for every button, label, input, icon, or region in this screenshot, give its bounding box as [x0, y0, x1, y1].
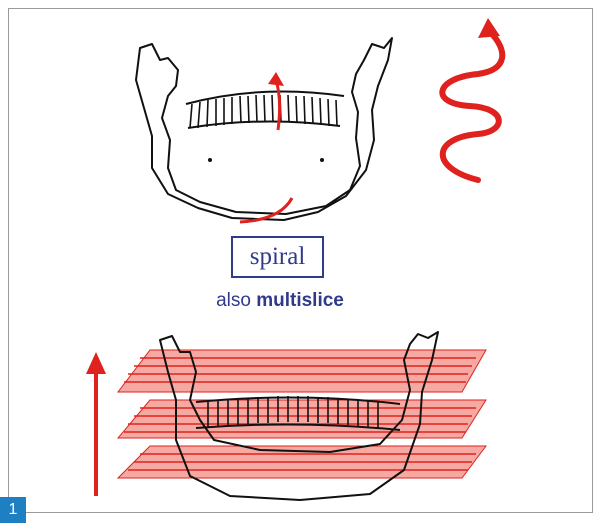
foramen-right	[320, 158, 324, 162]
curved-arrow-icon	[276, 80, 280, 130]
multislice-word: multislice	[256, 290, 344, 311]
foramen-left	[208, 158, 212, 162]
spiral-label: spiral	[250, 243, 306, 271]
top-mandible	[136, 38, 392, 220]
spiral-label-box: spiral	[231, 236, 324, 278]
up-arrow-icon	[86, 352, 106, 496]
slice-planes	[118, 350, 486, 478]
figure-number-badge: 1	[0, 497, 26, 523]
spiral-arrow-icon	[442, 32, 502, 180]
figure-number: 1	[9, 501, 18, 519]
also-prefix: also	[216, 290, 251, 311]
also-multislice-label: also multislice	[170, 290, 390, 312]
